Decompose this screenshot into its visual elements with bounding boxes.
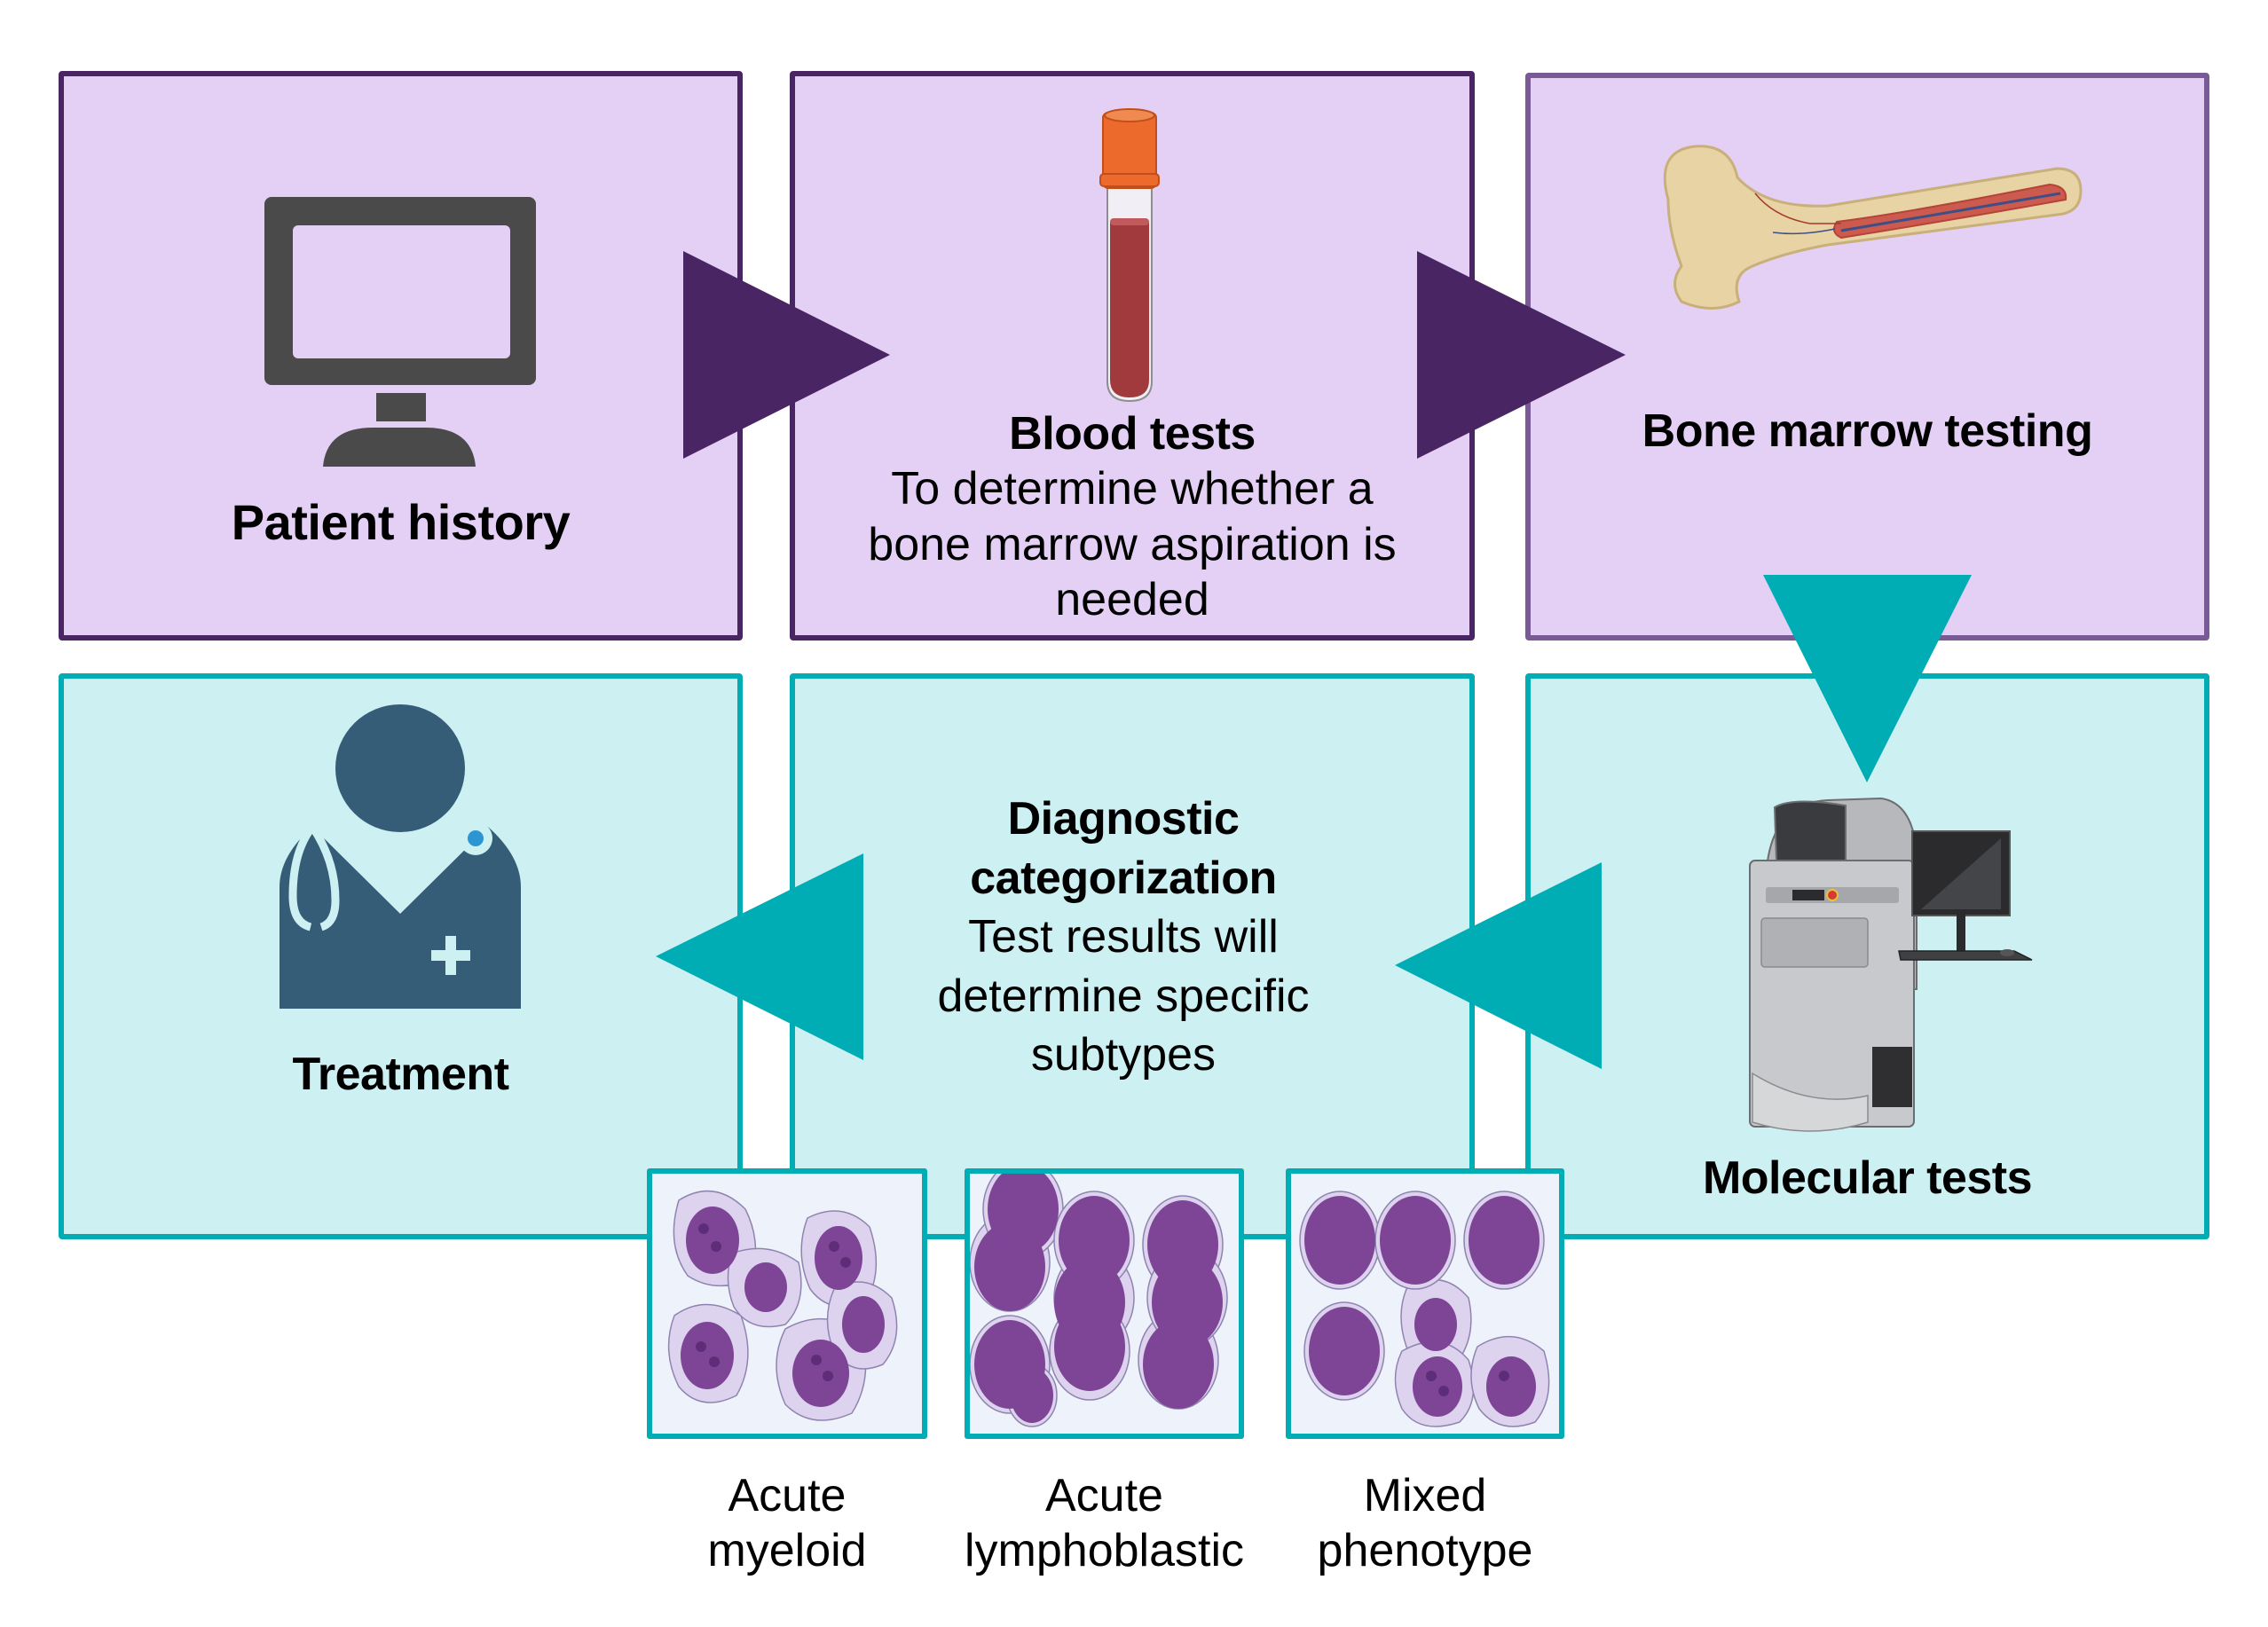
- subtype-label-line: phenotype: [1317, 1525, 1533, 1577]
- step-subtitle-line: To determine whether a: [891, 463, 1374, 515]
- subtype-label-line: Mixed: [1363, 1470, 1487, 1521]
- subtype-image-mixed-phenotype: [1286, 1168, 1564, 1439]
- step-subtitle-line: bone marrow aspiration is: [868, 518, 1397, 570]
- step-box-treatment: [59, 673, 743, 1239]
- subtype-label-line: lymphoblastic: [964, 1525, 1245, 1577]
- myeloid-cells-icon: [667, 1190, 898, 1421]
- step-subtitle-line: subtypes: [1030, 1029, 1217, 1081]
- step-title-line: categorization: [970, 852, 1277, 904]
- step-title-molecular-tests: Molecular tests: [1702, 1152, 2033, 1204]
- step-title-patient-history: Patient history: [231, 494, 571, 550]
- step-box-diagnostic-categorization: [790, 673, 1475, 1239]
- step-subtitle-line: needed: [1055, 574, 1209, 626]
- subtype-label-line: Acute: [1045, 1470, 1163, 1521]
- step-title-line: Diagnostic: [1007, 793, 1240, 845]
- subtype-image-acute-lymphoblastic: [965, 1168, 1244, 1439]
- step-text-blood-tests: Blood tests To determine whether a bone …: [790, 406, 1475, 628]
- subtype-label-mixed-phenotype: Mixed phenotype: [1259, 1468, 1591, 1579]
- lymphoblast-cells-icon: [970, 1174, 1228, 1427]
- mixed-cells-icon: [1299, 1191, 1550, 1427]
- step-subtitle-line: determine specific: [937, 970, 1310, 1022]
- subtype-image-acute-myeloid: [647, 1168, 927, 1439]
- subtype-label-line: myeloid: [707, 1525, 867, 1577]
- step-box-patient-history: [59, 71, 743, 641]
- step-box-bone-marrow-testing: [1525, 73, 2209, 641]
- step-title-treatment: Treatment: [292, 1049, 509, 1100]
- step-subtitle-line: Test results will: [968, 911, 1279, 963]
- subtype-label-line: Acute: [728, 1470, 847, 1521]
- step-text-diagnostic-categorization: Diagnostic categorization Test results w…: [781, 790, 1466, 1085]
- step-title-bone-marrow-testing: Bone marrow testing: [1642, 405, 2093, 457]
- step-title-blood-tests: Blood tests: [1009, 408, 1256, 460]
- subtype-label-acute-lymphoblastic: Acute lymphoblastic: [920, 1468, 1288, 1579]
- subtype-label-acute-myeloid: Acute myeloid: [647, 1468, 927, 1579]
